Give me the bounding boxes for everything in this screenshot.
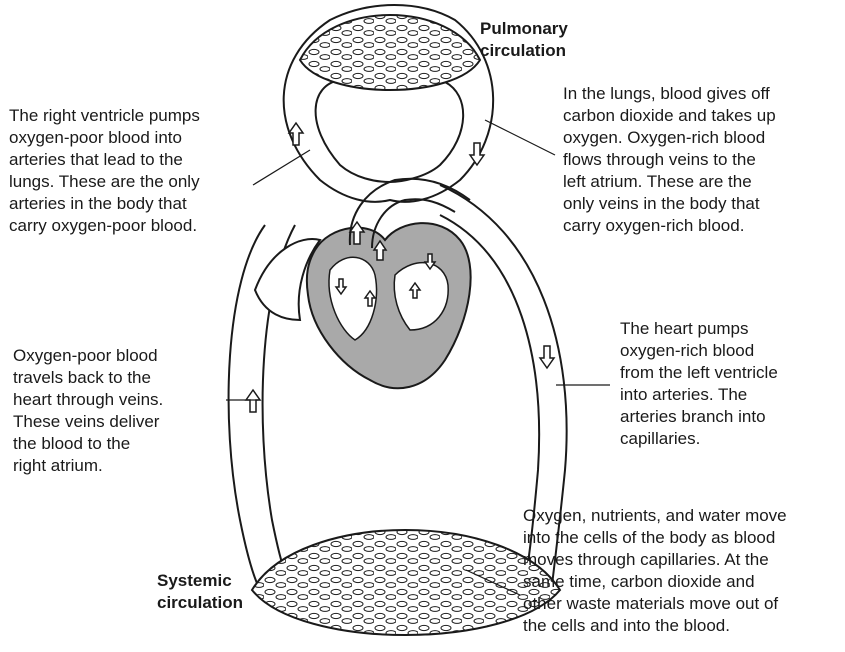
lung-capillary-bed (295, 5, 485, 100)
heart (307, 179, 471, 388)
capillaries-caption: Oxygen, nutrients, and water move into t… (523, 505, 787, 637)
body-capillary-bed (250, 515, 565, 650)
pulmonary-circulation-title: Pulmonary circulation (480, 18, 568, 62)
veins-return-caption: Oxygen-poor blood travels back to the he… (13, 345, 163, 477)
arrow-down-icon (540, 346, 554, 368)
right-ventricle-caption: The right ventricle pumps oxygen-poor bl… (9, 105, 200, 237)
systemic-circulation-title: Systemic circulation (157, 570, 243, 614)
arrow-up-icon (289, 123, 303, 145)
arrow-up-icon (246, 390, 260, 412)
lungs-caption: In the lungs, blood gives off carbon dio… (563, 83, 776, 237)
heart-pumps-caption: The heart pumps oxygen-rich blood from t… (620, 318, 778, 450)
arrow-down-icon (470, 143, 484, 165)
